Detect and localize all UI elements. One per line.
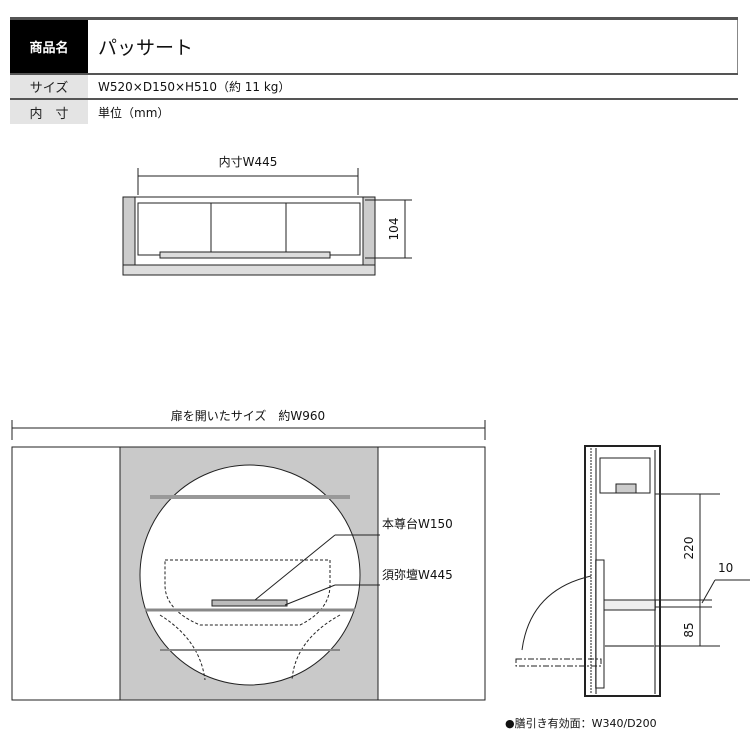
row-size: サイズ W520×D150×H510（約 11 kg） (10, 75, 738, 100)
product-name: パッサート (88, 20, 738, 73)
side-dim-gap: 10 (718, 561, 733, 575)
label-size: サイズ (10, 75, 88, 98)
inner-value: 単位（mm） (98, 105, 170, 120)
label-product-name: 商品名 (10, 20, 88, 73)
row-inner: 内 寸 単位（mm） (10, 100, 738, 124)
top-view: 内寸W445 104 (122, 155, 412, 276)
label-inner: 内 寸 (10, 100, 88, 124)
size-value: W520×D150×H510（約 11 kg） (98, 80, 291, 94)
top-width-dim: 内寸W445 (219, 155, 278, 169)
label-altar: 須弥壇W445 (382, 567, 453, 582)
front-view: 扉を開いたサイズ 約W960 本尊台W150 須弥壇W445 (11, 408, 486, 701)
side-dim-upper: 220 (682, 537, 696, 560)
label-stand: 本尊台W150 (382, 516, 453, 531)
open-width-dim: 扉を開いたサイズ 約W960 (171, 408, 325, 423)
side-dim-lower: 85 (682, 622, 696, 637)
footer-note: ●膳引き有効面：W340/D200 (505, 716, 657, 730)
row-product-name: 商品名 パッサート (10, 17, 738, 75)
side-view: 220 10 85 (515, 445, 750, 697)
top-height-dim: 104 (387, 218, 401, 241)
spec-table: 商品名 パッサート サイズ W520×D150×H510（約 11 kg） 内 … (10, 17, 738, 124)
